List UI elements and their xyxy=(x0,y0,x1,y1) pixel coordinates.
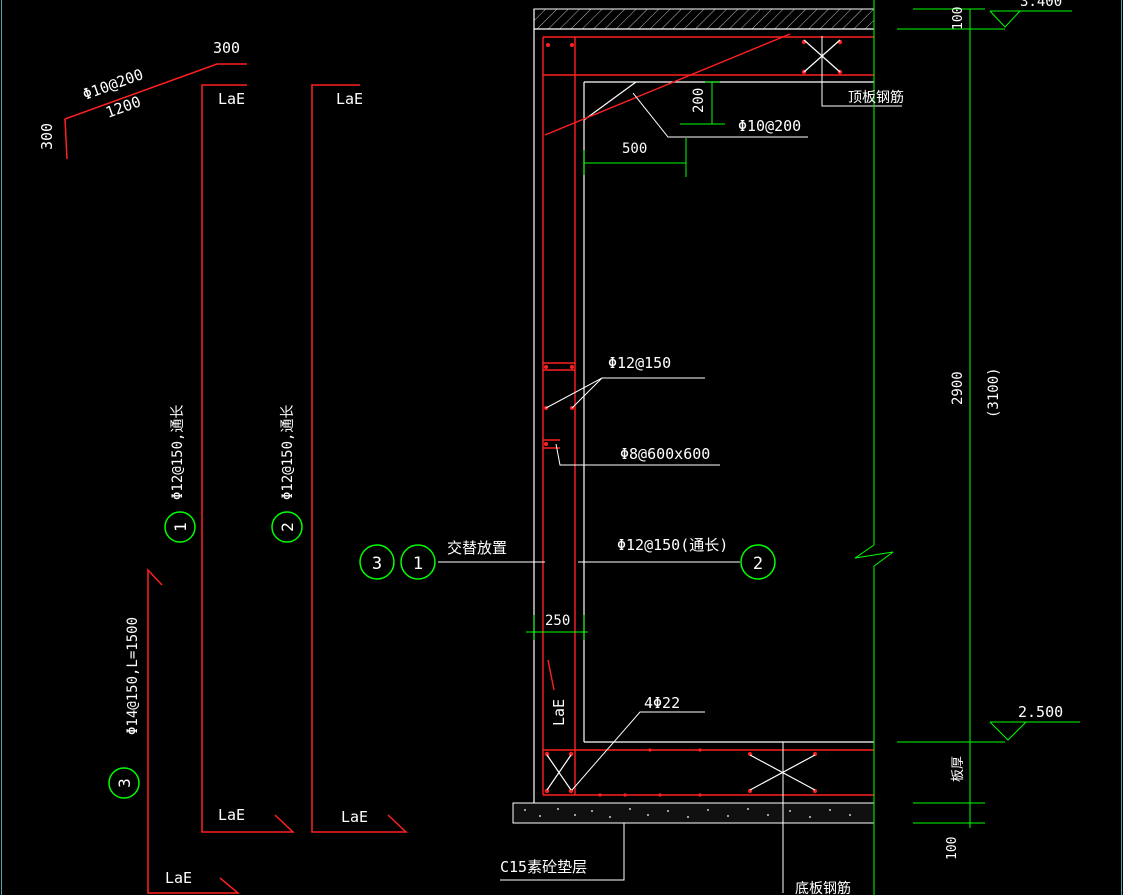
top-slab-hatch xyxy=(533,8,875,30)
bar2-marker[interactable]: 2 xyxy=(271,511,303,543)
bar3-lae-bottom: LaE xyxy=(165,869,192,887)
bar1-marker[interactable]: 1 xyxy=(164,511,196,543)
dim-bottom-100: 100 xyxy=(945,837,960,860)
svg-text:3: 3 xyxy=(115,778,134,788)
bar2-spec-label: Φ12@150,通长 xyxy=(280,405,296,500)
svg-text:1: 1 xyxy=(171,522,190,532)
elevation-dimension-line xyxy=(854,0,1080,895)
bar-top-length-300-left: 300 xyxy=(38,123,56,150)
haunch-dim-200: 200 xyxy=(691,88,707,113)
section-marker-1[interactable]: 1 xyxy=(400,544,436,580)
corner-bars-label: 4Φ22 xyxy=(644,694,680,712)
svg-text:2: 2 xyxy=(278,522,297,532)
bar-top-length-300-top: 300 xyxy=(213,39,240,57)
svg-text:2: 2 xyxy=(753,554,763,574)
top-slab-rebar-label: 顶板钢筋 xyxy=(848,89,904,106)
cushion-label: C15素砼垫层 xyxy=(500,858,587,876)
bar-shape-3[interactable] xyxy=(147,568,241,894)
svg-text:1: 1 xyxy=(413,554,423,574)
bar2-lae-top: LaE xyxy=(336,90,363,108)
alternate-placement-label: 交替放置 xyxy=(447,539,507,557)
section-marker-2[interactable]: 2 xyxy=(740,544,776,580)
slab-thickness-label: 板厚 xyxy=(951,756,966,782)
elevation-top: 3.400 xyxy=(1020,0,1062,10)
dim-top-100: 100 xyxy=(951,7,966,30)
section-marker-3[interactable]: 3 xyxy=(359,544,395,580)
section-dimensions xyxy=(526,81,725,640)
cushion-dots xyxy=(524,808,851,818)
wall-thickness-dim: 250 xyxy=(545,613,570,629)
cushion-layer xyxy=(512,802,875,824)
haunch-dim-500: 500 xyxy=(622,141,647,157)
svg-text:3: 3 xyxy=(372,554,382,574)
tie-crosses xyxy=(546,39,841,791)
haunch-rebar-label: Φ10@200 xyxy=(738,117,801,135)
tie-rebar-label: Φ8@600x600 xyxy=(620,445,710,463)
wall-rebar xyxy=(542,33,874,796)
dim-2900: 2900 xyxy=(950,371,966,405)
bar2-lae-bottom: LaE xyxy=(341,808,368,826)
bar-shape-2[interactable] xyxy=(311,84,408,833)
leader-lines xyxy=(438,36,902,893)
bar3-spec-label: Φ14@150,L=1500 xyxy=(125,617,141,735)
bar3-marker[interactable]: 3 xyxy=(108,767,140,799)
dim-3100: (3100) xyxy=(986,367,1002,418)
bar1-spec-label: Φ12@150,通长 xyxy=(170,405,186,500)
bar1-lae-top: LaE xyxy=(218,90,245,108)
elevation-2500: 2.500 xyxy=(1018,703,1063,721)
bar1-lae-bottom: LaE xyxy=(218,806,245,824)
bottom-slab-rebar-label: 底板钢筋 xyxy=(795,880,851,895)
wall-outline xyxy=(533,9,874,803)
wall-rebar-label: Φ12@150 xyxy=(608,354,671,372)
rebar-dots xyxy=(544,39,843,797)
bar-shape-top-bent[interactable] xyxy=(64,63,247,160)
wall-lae-label: LaE xyxy=(550,699,568,726)
bar-top-length-1200: 1200 xyxy=(103,92,143,121)
bar-shape-1[interactable] xyxy=(201,84,295,833)
through-rebar-label: Φ12@150(通长) xyxy=(617,536,728,554)
